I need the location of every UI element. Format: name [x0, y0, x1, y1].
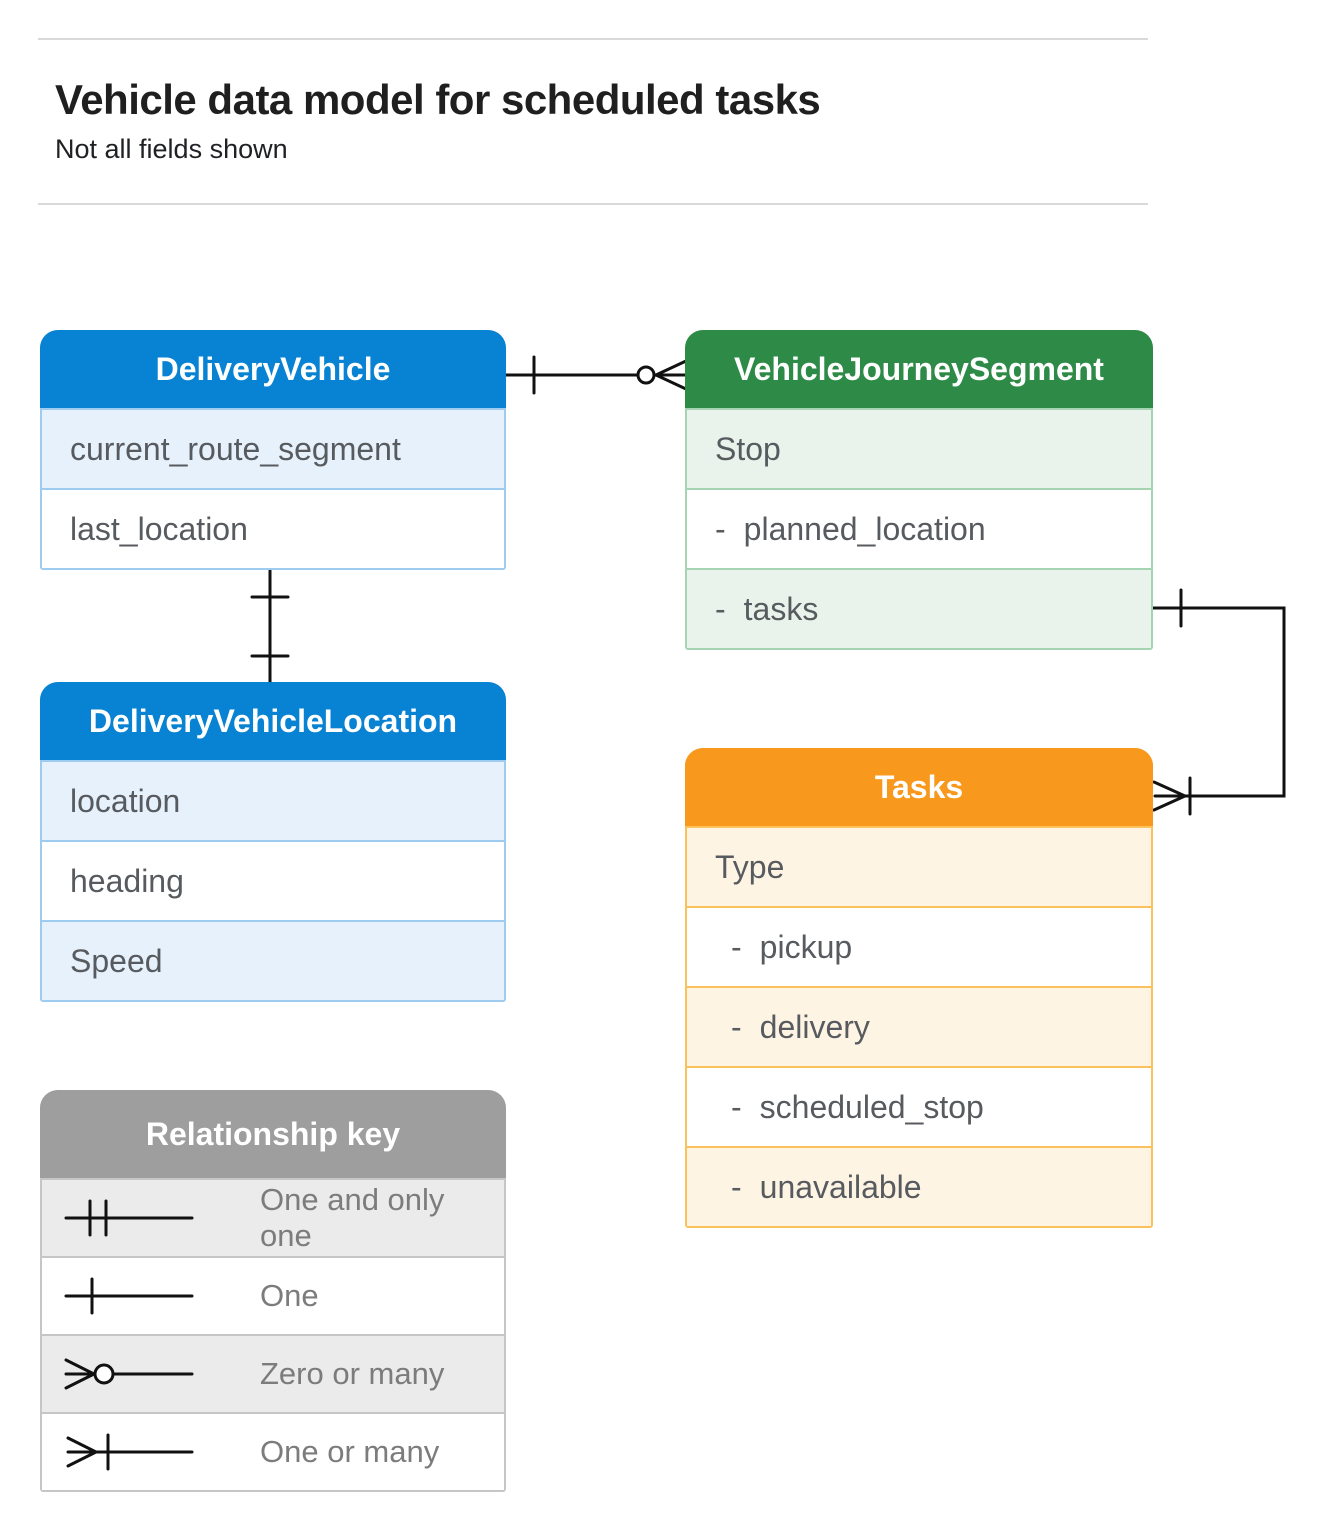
page-subtitle: Not all fields shown — [55, 134, 288, 164]
field-label: Speed — [70, 942, 163, 979]
field-row: Type — [687, 826, 1151, 906]
field-label: scheduled_stop — [759, 1088, 984, 1125]
field-row: - unavailable — [687, 1146, 1151, 1226]
field-label: pickup — [759, 928, 853, 965]
field-label: tasks — [743, 590, 819, 627]
entity-vehiclejourneysegment: VehicleJourneySegment Stop - planned_loc… — [685, 330, 1153, 650]
entity-tasks: Tasks Type - pickup - delivery - schedul… — [685, 748, 1153, 1228]
field-label: current_route_segment — [70, 430, 401, 467]
field-dash: - — [731, 1088, 742, 1125]
field-row: current_route_segment — [42, 408, 504, 488]
field-label: Type — [715, 848, 785, 885]
entity-title: VehicleJourneySegment — [685, 330, 1153, 408]
field-row: - delivery — [687, 986, 1151, 1066]
relationship-key: Relationship key One and only one One — [40, 1090, 506, 1492]
one-and-only-one-icon — [64, 1199, 194, 1237]
one-or-many-icon — [66, 1433, 194, 1471]
field-label: location — [70, 782, 181, 819]
connector-deliveryvehicle-to-vehiclejourneysegment — [504, 355, 688, 395]
field-label: Stop — [715, 430, 781, 467]
field-dash: - — [731, 928, 742, 965]
entity-title: Tasks — [685, 748, 1153, 826]
page-title: Vehicle data model for scheduled tasks — [55, 76, 821, 123]
field-row: - tasks — [687, 568, 1151, 648]
field-row: - scheduled_stop — [687, 1066, 1151, 1146]
connector-tasksfield-to-tasks — [1151, 588, 1286, 816]
field-row: last_location — [42, 488, 504, 568]
one-icon — [64, 1277, 194, 1315]
field-row: Speed — [42, 920, 504, 1000]
field-label: unavailable — [759, 1168, 922, 1205]
divider-bottom — [38, 203, 1148, 205]
field-dash: - — [731, 1008, 742, 1045]
field-label: delivery — [759, 1008, 870, 1045]
field-label: heading — [70, 862, 184, 899]
key-row: One — [42, 1256, 504, 1334]
key-row: Zero or many — [42, 1334, 504, 1412]
field-label: planned_location — [743, 510, 986, 547]
field-row: heading — [42, 840, 504, 920]
relationship-key-title: Relationship key — [40, 1090, 506, 1178]
field-label: last_location — [70, 510, 248, 547]
zero-or-many-icon — [64, 1358, 194, 1390]
key-row: One and only one — [42, 1178, 504, 1256]
key-label: One and only one — [260, 1182, 445, 1253]
key-label: Zero or many — [260, 1356, 445, 1391]
entity-title: DeliveryVehicleLocation — [40, 682, 506, 760]
field-row: - planned_location — [687, 488, 1151, 568]
field-row: - pickup — [687, 906, 1151, 986]
connector-deliveryvehicle-to-deliveryvehiclelocation — [250, 566, 290, 686]
field-row: Stop — [687, 408, 1151, 488]
field-dash: - — [731, 1168, 742, 1205]
field-row: location — [42, 760, 504, 840]
entity-title: DeliveryVehicle — [40, 330, 506, 408]
key-label: One — [260, 1278, 319, 1313]
field-dash: - — [715, 590, 726, 627]
key-label: One or many — [260, 1434, 440, 1469]
entity-deliveryvehicle: DeliveryVehicle current_route_segment la… — [40, 330, 506, 570]
field-dash: - — [715, 510, 726, 547]
key-row: One or many — [42, 1412, 504, 1490]
divider-top — [38, 38, 1148, 40]
entity-deliveryvehiclelocation: DeliveryVehicleLocation location heading… — [40, 682, 506, 1002]
